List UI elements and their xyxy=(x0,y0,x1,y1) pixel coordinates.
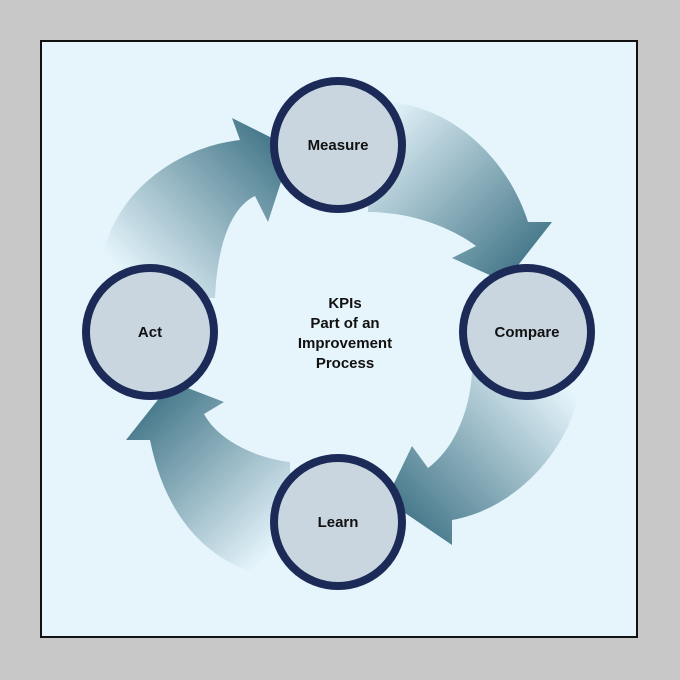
compare-label: Compare xyxy=(494,324,559,341)
node-compare: Compare xyxy=(459,264,595,400)
arrow-act-to-measure xyxy=(102,118,292,298)
learn-label: Learn xyxy=(318,514,359,531)
center-title-line-2: Part of an xyxy=(310,315,379,332)
act-label: Act xyxy=(138,324,162,341)
measure-label: Measure xyxy=(308,137,369,154)
center-title-line-4: Process xyxy=(316,355,374,372)
arrow-compare-to-learn xyxy=(386,372,576,545)
learn-circle xyxy=(270,454,406,590)
center-title-line-3: Improvement xyxy=(298,335,392,352)
arrow-learn-to-act xyxy=(126,382,292,575)
node-learn: Learn xyxy=(270,454,406,590)
center-title-line-1: KPIs xyxy=(328,295,361,312)
node-act: Act xyxy=(82,264,218,400)
node-measure: Measure xyxy=(270,77,406,213)
act-circle xyxy=(82,264,218,400)
measure-circle xyxy=(270,77,406,213)
arrow-measure-to-compare xyxy=(368,101,552,282)
compare-circle xyxy=(459,264,595,400)
